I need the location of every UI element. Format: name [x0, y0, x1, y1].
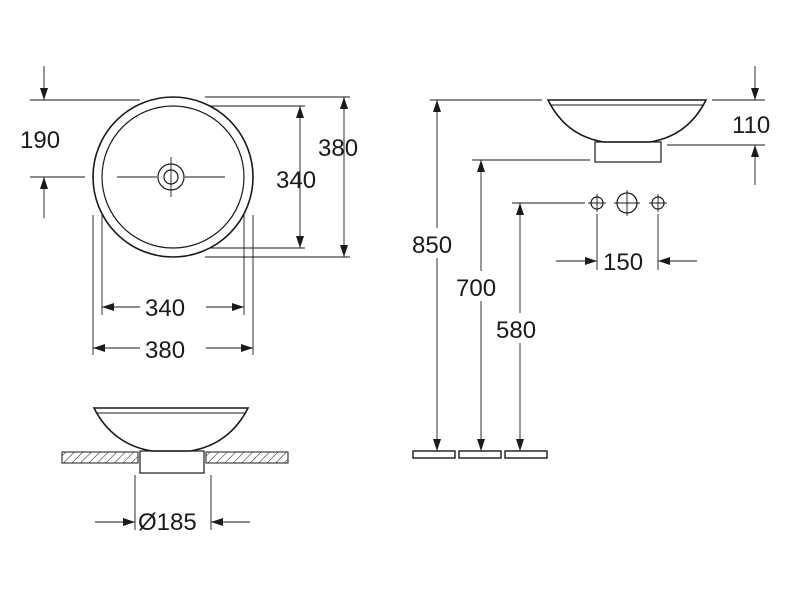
floor-pad-3	[504, 450, 548, 459]
dim-185-label: Ø185	[138, 509, 197, 536]
dim-700-label: 700	[456, 275, 496, 302]
arrow-700-top	[477, 160, 485, 172]
arrow-110-top	[751, 88, 759, 100]
front-view: Ø185	[61, 407, 289, 536]
countertop-right	[205, 451, 289, 464]
side-bowl-foot	[594, 141, 662, 163]
dim-850-label: 850	[412, 232, 452, 259]
dim-150-label: 150	[603, 249, 643, 276]
arrow-580-bottom	[516, 439, 524, 451]
dim-340-vertical-label: 340	[276, 167, 316, 194]
dim-340-horizontal-label: 340	[145, 295, 185, 322]
countertop-left	[61, 451, 139, 464]
dim-380-horizontal-label: 380	[145, 337, 185, 364]
arrow-340v-top	[296, 106, 304, 118]
arrow-185-left	[123, 518, 135, 526]
arrow-380h-right	[241, 344, 253, 352]
arrow-380v-top	[340, 97, 348, 109]
side-view: 110 150 850	[410, 66, 770, 459]
arrow-190-bottom	[40, 177, 48, 189]
bowl-foot	[139, 450, 205, 474]
arrow-850-bottom	[433, 439, 441, 451]
arrow-185-right	[211, 518, 223, 526]
dim-580-label: 580	[496, 317, 536, 344]
arrow-700-bottom	[477, 439, 485, 451]
arrow-110-bottom	[751, 145, 759, 157]
arrow-380v-bottom	[340, 245, 348, 257]
bowl-inner-rim	[101, 105, 245, 249]
arrow-340h-right	[232, 303, 244, 311]
arrow-190-top	[40, 88, 48, 100]
tap-holes	[588, 190, 667, 216]
dim-110-label: 110	[732, 112, 770, 139]
dim-190-label: 190	[20, 127, 60, 154]
arrow-150-left	[585, 257, 597, 265]
arrow-340v-bottom	[296, 236, 304, 248]
bowl-profile	[92, 407, 250, 452]
arrow-150-right	[658, 257, 670, 265]
floor-pad-1	[412, 450, 456, 459]
dim-380-vertical-label: 380	[318, 135, 358, 162]
arrow-380h-left	[93, 344, 105, 352]
arrow-850-top	[433, 100, 441, 112]
floor-pad-2	[458, 450, 502, 459]
arrow-340h-left	[102, 303, 114, 311]
top-view: 190 340 380 340 380	[20, 66, 358, 364]
side-bowl-profile	[546, 99, 708, 143]
bowl-outer-rim	[92, 96, 254, 258]
arrow-580-top	[516, 203, 524, 215]
